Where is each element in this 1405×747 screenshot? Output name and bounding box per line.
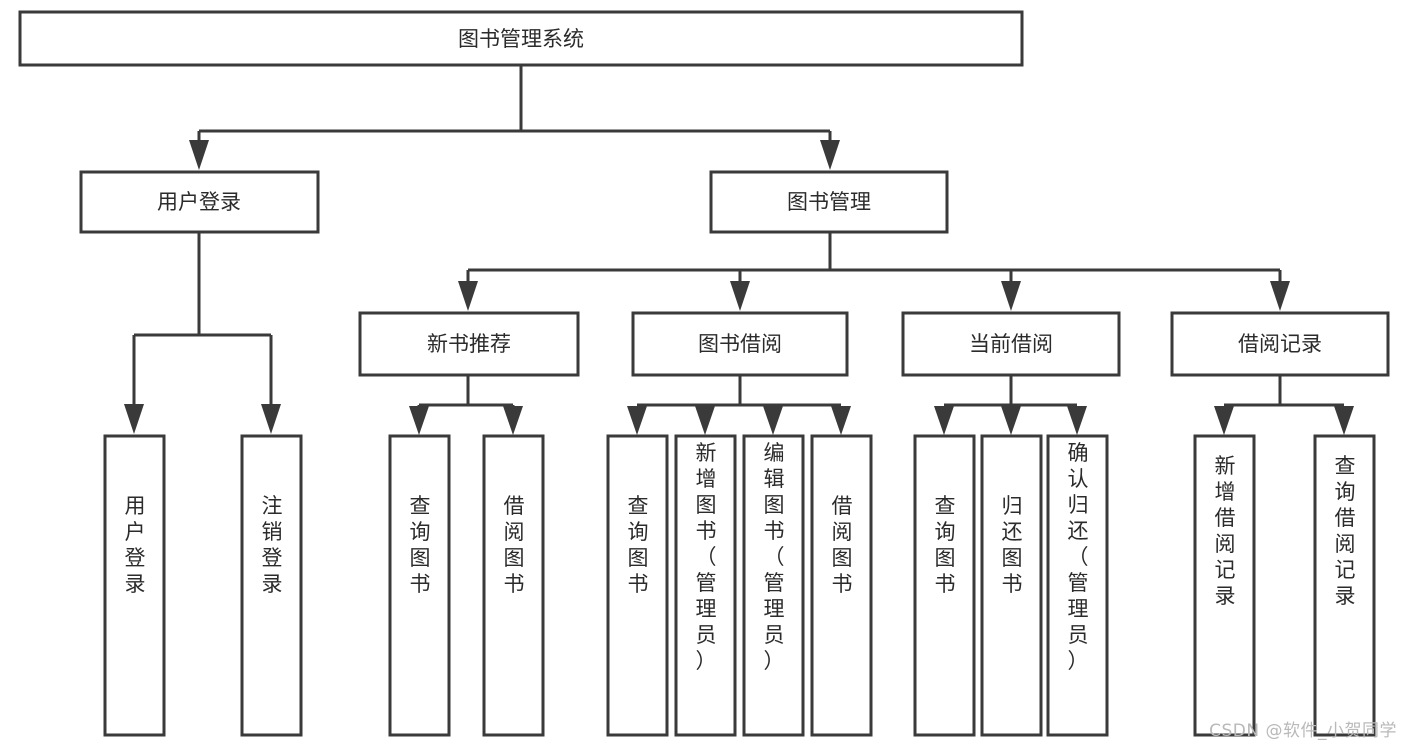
node-current-borrow-label: 当前借阅: [969, 332, 1053, 356]
leaf-borrow-book-1-box[interactable]: [482, 434, 545, 737]
leaf-query-book-1-label: 查询图书: [410, 494, 431, 596]
arrow-head-leaf-borrow-book-1: [503, 406, 523, 435]
leaf-confirm-return[interactable]: 确认归还（管理员）: [1046, 434, 1109, 737]
arrow-head-leaf-add-record: [1214, 406, 1234, 435]
leaf-query-book-1-box[interactable]: [388, 434, 451, 737]
node-book-manage[interactable]: 图书管理: [709, 170, 949, 234]
node-book-manage-box[interactable]: [709, 170, 949, 234]
leaf-user-login-box[interactable]: [103, 434, 166, 737]
arrow-head-leaf-add-book: [695, 406, 715, 435]
arrow-head-leaf-query-record: [1334, 406, 1354, 435]
leaf-borrow-book-2-box[interactable]: [810, 434, 873, 737]
leaf-add-book-box[interactable]: [674, 434, 737, 737]
connector-group: [124, 65, 1354, 435]
leaf-logout-login[interactable]: 注销登录: [240, 434, 303, 737]
leaf-edit-book-box[interactable]: [742, 434, 805, 737]
leaf-add-book-label: 新增图书（管理员）: [696, 441, 717, 673]
arrow-head-leaf-user-login: [124, 404, 144, 434]
leaf-add-record-label: 新增借阅记录: [1215, 454, 1236, 608]
leaf-query-book-2[interactable]: 查询图书: [606, 434, 669, 737]
arrow-head-book-manage: [820, 140, 840, 170]
node-book-borrow[interactable]: 图书借阅: [631, 311, 849, 377]
leaf-add-book[interactable]: 新增图书（管理员）: [674, 434, 737, 737]
leaf-edit-book-label: 编辑图书（管理员）: [764, 441, 785, 673]
node-book-borrow-box[interactable]: [631, 311, 849, 377]
node-root-box[interactable]: [18, 10, 1024, 67]
node-new-book-recommend[interactable]: 新书推荐: [358, 311, 580, 377]
node-new-book-recommend-box[interactable]: [358, 311, 580, 377]
node-user-login[interactable]: 用户登录: [79, 170, 320, 234]
leaf-borrow-book-1-label: 借阅图书: [504, 494, 525, 596]
leaf-query-book-3[interactable]: 查询图书: [913, 434, 976, 737]
leaf-query-book-2-box[interactable]: [606, 434, 669, 737]
leaf-add-record-box[interactable]: [1193, 434, 1256, 737]
node-current-borrow-box[interactable]: [901, 311, 1121, 377]
leaf-confirm-return-box[interactable]: [1046, 434, 1109, 737]
leaf-return-book-label: 归还图书: [1002, 494, 1023, 596]
node-user-login-box[interactable]: [79, 170, 320, 234]
arrow-head-leaf-edit-book: [763, 406, 783, 435]
arrow-head-leaf-confirm-return: [1067, 406, 1087, 435]
leaf-logout-login-label: 注销登录: [262, 494, 283, 596]
node-book-borrow-label: 图书借阅: [698, 332, 782, 356]
leaf-user-login-label: 用户登录: [125, 494, 146, 596]
leaf-user-login[interactable]: 用户登录: [103, 434, 166, 737]
arrow-head-leaf-logout-login: [261, 404, 281, 434]
node-borrow-record[interactable]: 借阅记录: [1170, 311, 1390, 377]
leaf-query-record[interactable]: 查询借阅记录: [1313, 434, 1376, 737]
leaf-logout-login-box[interactable]: [240, 434, 303, 737]
arrow-head-new-book-recommend: [458, 281, 478, 311]
arrow-head-current-borrow: [1001, 281, 1021, 311]
node-borrow-record-box[interactable]: [1170, 311, 1390, 377]
leaf-edit-book[interactable]: 编辑图书（管理员）: [742, 434, 805, 737]
node-root-label: 图书管理系统: [458, 27, 584, 51]
leaf-borrow-book-1[interactable]: 借阅图书: [482, 434, 545, 737]
arrow-head-leaf-return-book: [1001, 406, 1021, 435]
arrow-head-leaf-query-book-1: [409, 406, 429, 435]
leaf-borrow-book-2-label: 借阅图书: [832, 494, 853, 596]
arrow-head-leaf-query-book-3: [934, 406, 954, 435]
node-root[interactable]: 图书管理系统: [18, 10, 1024, 67]
leaf-query-book-2-label: 查询图书: [628, 494, 649, 596]
node-new-book-recommend-label: 新书推荐: [427, 332, 511, 356]
node-borrow-record-label: 借阅记录: [1238, 332, 1322, 356]
node-book-manage-label: 图书管理: [787, 190, 871, 214]
arrow-head-user-login: [189, 140, 209, 170]
node-user-login-label: 用户登录: [157, 190, 241, 214]
leaf-borrow-book-2[interactable]: 借阅图书: [810, 434, 873, 737]
leaf-add-record[interactable]: 新增借阅记录: [1193, 434, 1256, 737]
leaf-return-book-box[interactable]: [980, 434, 1043, 737]
node-current-borrow[interactable]: 当前借阅: [901, 311, 1121, 377]
leaf-query-book-3-box[interactable]: [913, 434, 976, 737]
leaf-confirm-return-label: 确认归还（管理员）: [1068, 441, 1089, 673]
arrow-head-leaf-borrow-book-2: [831, 406, 851, 435]
arrow-head-borrow-record: [1270, 281, 1290, 311]
leaf-query-book-3-label: 查询图书: [935, 494, 956, 596]
leaf-return-book[interactable]: 归还图书: [980, 434, 1043, 737]
leaf-query-record-label: 查询借阅记录: [1335, 454, 1356, 608]
arrow-head-leaf-query-book-2: [627, 406, 647, 435]
arrow-head-book-borrow: [730, 281, 750, 311]
leaf-query-record-box[interactable]: [1313, 434, 1376, 737]
leaf-query-book-1[interactable]: 查询图书: [388, 434, 451, 737]
